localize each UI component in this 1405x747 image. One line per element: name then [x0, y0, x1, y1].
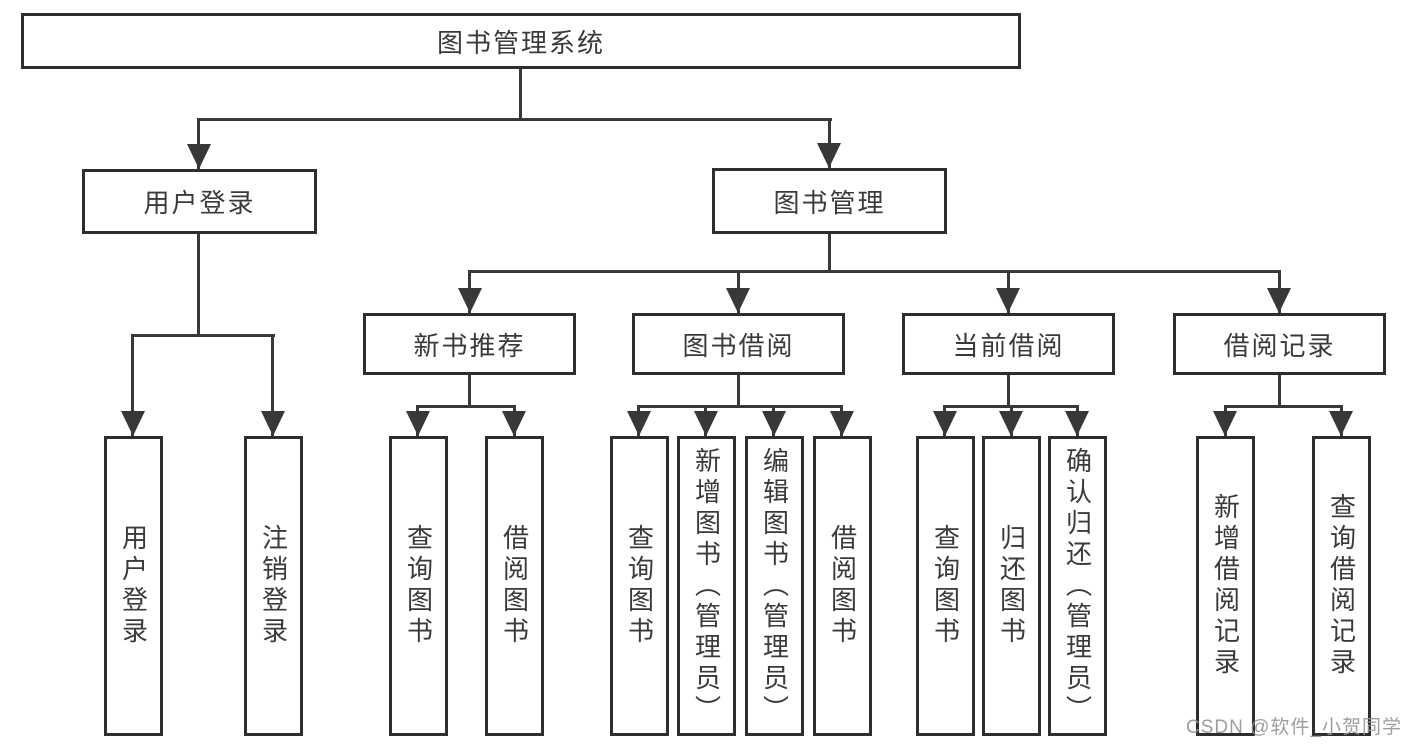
connector-line — [271, 334, 274, 436]
leaf-query-books-recommend: 查询图书 — [389, 436, 448, 736]
node-borrowing-records: 借阅记录 — [1173, 313, 1386, 375]
connector-line — [197, 118, 200, 169]
connector-line — [197, 234, 200, 336]
leaf-query-books-borrowing: 查询图书 — [610, 436, 669, 736]
leaf-edit-book-admin: 编辑图书（管理员） — [745, 436, 804, 736]
connector-line — [637, 405, 843, 408]
arrow-down-icon — [627, 411, 651, 436]
leaf-borrow-books-recommend: 借阅图书 — [485, 436, 544, 736]
node-book-borrowing: 图书借阅 — [632, 313, 845, 375]
arrow-down-icon — [1065, 411, 1089, 436]
arrow-down-icon — [121, 411, 145, 436]
arrow-down-icon — [458, 288, 482, 313]
arrow-down-icon — [1267, 288, 1291, 313]
arrow-down-icon — [933, 411, 957, 436]
node-user-login: 用户登录 — [82, 169, 317, 234]
leaf-add-book-admin: 新增图书（管理员） — [677, 436, 736, 736]
leaf-query-books-current: 查询图书 — [916, 436, 975, 736]
node-book-management: 图书管理 — [712, 168, 947, 234]
leaf-return-book: 归还图书 — [982, 436, 1041, 736]
connector-line — [1007, 375, 1010, 406]
connector-line — [197, 118, 832, 121]
leaf-add-borrow-record: 新增借阅记录 — [1196, 436, 1255, 736]
arrow-down-icon — [830, 411, 854, 436]
connector-line — [519, 69, 522, 121]
arrow-down-icon — [1329, 411, 1353, 436]
node-new-book-recommend: 新书推荐 — [363, 313, 576, 375]
node-root-library-system: 图书管理系统 — [21, 13, 1021, 69]
connector-line — [1224, 405, 1343, 408]
connector-line — [468, 270, 1281, 273]
csdn-watermark: CSDN @软件_小贺同学 — [1186, 717, 1402, 738]
leaf-query-borrow-record: 查询借阅记录 — [1312, 436, 1371, 736]
arrow-down-icon — [996, 288, 1020, 313]
leaf-user-login: 用户登录 — [104, 436, 163, 736]
connector-line — [1278, 375, 1281, 406]
arrow-down-icon — [187, 144, 211, 169]
arrow-down-icon — [1213, 411, 1237, 436]
arrow-down-icon — [406, 411, 430, 436]
arrow-down-icon — [261, 411, 285, 436]
connector-line — [828, 234, 831, 271]
arrow-down-icon — [502, 411, 526, 436]
leaf-logout: 注销登录 — [244, 436, 303, 736]
arrow-down-icon — [762, 411, 786, 436]
leaf-borrow-books-borrowing: 借阅图书 — [813, 436, 872, 736]
arrow-down-icon — [999, 411, 1023, 436]
connector-line — [468, 375, 471, 406]
connector-line — [131, 334, 134, 436]
arrow-down-icon — [694, 411, 718, 436]
leaf-confirm-return-admin: 确认归还（管理员） — [1048, 436, 1107, 736]
connector-line — [416, 405, 516, 408]
connector-line — [131, 334, 275, 337]
arrow-down-icon — [817, 143, 841, 168]
connector-line — [737, 375, 740, 406]
node-current-borrowing: 当前借阅 — [902, 313, 1115, 375]
arrow-down-icon — [726, 288, 750, 313]
